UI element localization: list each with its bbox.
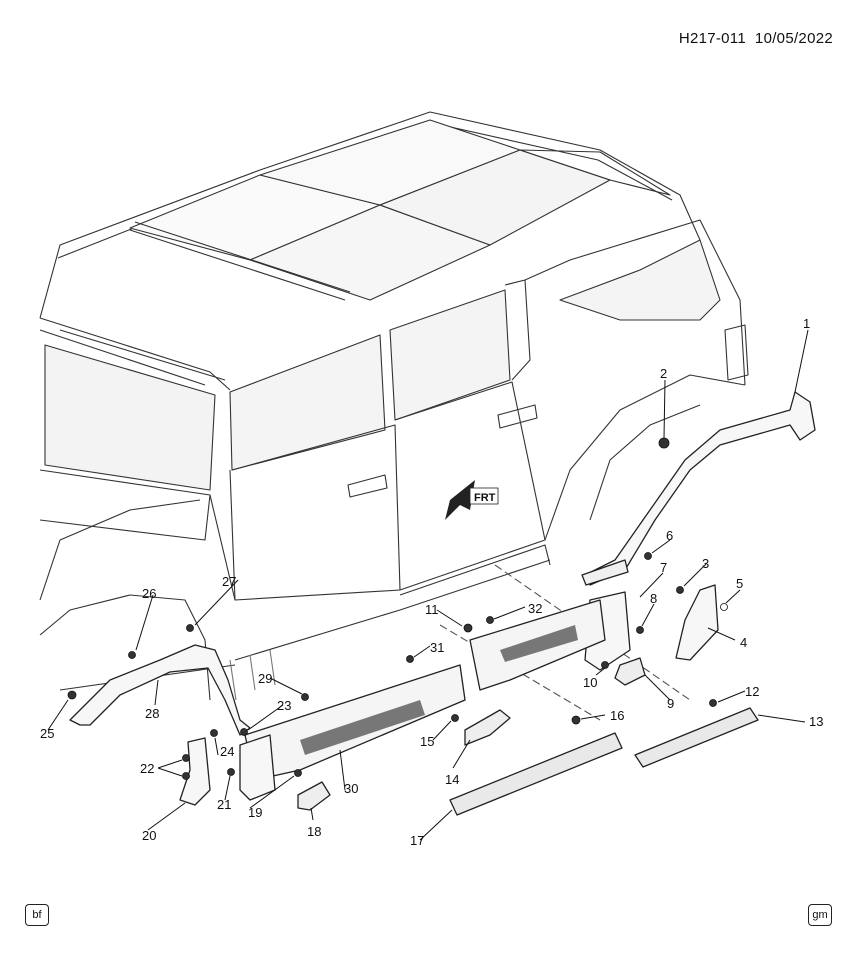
- fastener-2: [658, 437, 670, 449]
- fastener-27: [186, 624, 194, 632]
- fastener-22b: [182, 772, 190, 780]
- callout-27: 27: [222, 574, 236, 589]
- parts: [69, 391, 816, 816]
- fastener-19: [294, 769, 302, 777]
- callout-2: 2: [660, 366, 667, 381]
- front-flare-bracket: [581, 559, 629, 586]
- front-rocker-molding: [634, 707, 759, 768]
- center-rocker-cap: [464, 709, 511, 746]
- fastener-25: [67, 690, 77, 700]
- callout-19: 19: [248, 805, 262, 820]
- callout-29: 29: [258, 671, 272, 686]
- drawing-date: 10/05/2022: [754, 30, 833, 47]
- vehicle-body: [39, 111, 749, 721]
- callout-10: 10: [583, 675, 597, 690]
- callout-23: 23: [277, 698, 291, 713]
- fastener-6: [644, 552, 652, 560]
- fastener-23: [240, 728, 248, 736]
- callout-24: 24: [220, 744, 234, 759]
- front-wheel-flare: [584, 391, 816, 586]
- callout-18: 18: [307, 824, 321, 839]
- callout-1: 1: [803, 316, 810, 331]
- fastener-26: [128, 651, 136, 659]
- callout-20: 20: [142, 828, 156, 843]
- callout-labels: 1 2 3 4 5 6 7 8 9 10 11 12 13 14 15 16 1…: [40, 316, 823, 848]
- fastener-29: [301, 693, 309, 701]
- fastener-3: [676, 586, 684, 594]
- rear-rocker-molding: [449, 732, 623, 816]
- callout-22: 22: [140, 761, 154, 776]
- fastener-8: [636, 626, 644, 634]
- callout-26: 26: [142, 586, 156, 601]
- fastener-22a: [182, 754, 190, 762]
- front-rocker-vent: [500, 625, 578, 662]
- rear-wheel-flare: [69, 644, 251, 736]
- callout-4: 4: [740, 635, 747, 650]
- fastener-21: [227, 768, 235, 776]
- callout-30: 30: [344, 781, 358, 796]
- fastener-32: [486, 616, 494, 624]
- fastener-16: [571, 715, 581, 725]
- fastener-24: [210, 729, 218, 737]
- drawing-code: H217-011: [678, 30, 746, 47]
- callout-21: 21: [217, 797, 231, 812]
- rear-lower-trim: [179, 737, 211, 806]
- callout-5: 5: [736, 576, 743, 591]
- callout-13: 13: [809, 714, 823, 729]
- rear-mud-guard: [239, 734, 276, 801]
- drawing-header: H217-011 10/05/2022: [679, 30, 833, 47]
- callout-25: 25: [40, 726, 54, 741]
- fastener-5: [720, 603, 728, 611]
- bf-badge: bf: [25, 904, 49, 926]
- callout-16: 16: [610, 708, 624, 723]
- callout-17: 17: [410, 833, 424, 848]
- leader-lines: [47, 329, 809, 841]
- callout-9: 9: [667, 696, 674, 711]
- front-lower-trim: [675, 584, 719, 661]
- front-direction-arrow: FRT: [445, 480, 499, 520]
- rear-rocker-cap: [297, 781, 331, 811]
- callout-14: 14: [445, 772, 459, 787]
- callout-31: 31: [430, 640, 444, 655]
- frt-label: FRT: [474, 492, 496, 504]
- callout-6: 6: [666, 528, 673, 543]
- fastener-11: [463, 623, 473, 633]
- callout-12: 12: [745, 684, 759, 699]
- callout-15: 15: [420, 734, 434, 749]
- callout-32: 32: [528, 601, 542, 616]
- fastener-15: [451, 714, 459, 722]
- callout-28: 28: [145, 706, 159, 721]
- callout-11: 11: [425, 602, 439, 617]
- callout-7: 7: [660, 560, 667, 575]
- fastener-10: [601, 661, 609, 669]
- fastener-31: [406, 655, 414, 663]
- callout-8: 8: [650, 591, 657, 606]
- rear-rocker-vent: [300, 700, 425, 755]
- callout-3: 3: [702, 556, 709, 571]
- gm-logo-icon: gm: [808, 904, 832, 926]
- fastener-12: [709, 699, 717, 707]
- front-rocker-cap: [614, 657, 646, 686]
